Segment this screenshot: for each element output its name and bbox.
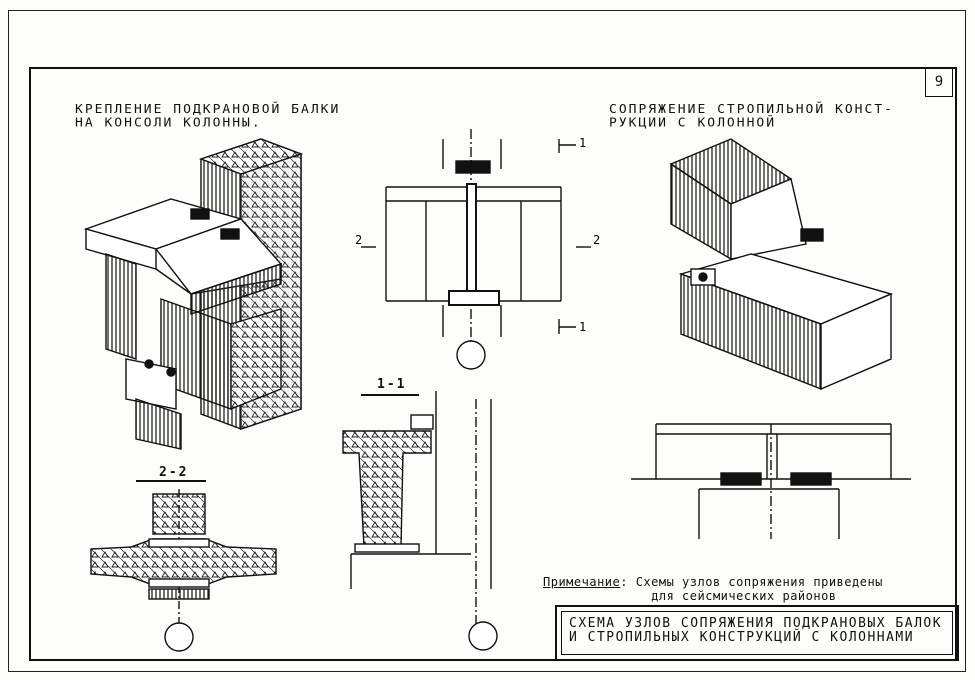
cut-mark-1-bottom: 1 (579, 320, 586, 334)
title-block-inner (561, 611, 953, 655)
section-label-2-2: 2-2 (159, 465, 189, 480)
title-truss-column-joint: СОПРЯЖЕНИЕ СТРОПИЛЬНОЙ КОНСТ- РУКЦИИ С К… (609, 102, 894, 131)
cut-mark-2-left: 2 (355, 233, 362, 247)
section-2-2-drawing (90, 480, 277, 652)
truss-joint-elevation (631, 423, 911, 539)
cut-mark-1-top: 1 (579, 136, 586, 150)
note: Примечание: Схемы узлов сопряжения приве… (543, 575, 883, 603)
drawing-frame: 9 КРЕПЛЕНИЕ ПОДКРАНОВОЙ БАЛКИ НА КОНСОЛИ… (29, 67, 959, 661)
section-label-1-1: 1-1 (377, 377, 407, 392)
title-block: СХЕМА УЗЛОВ СОПРЯЖЕНИЯ ПОДКРАНОВЫХ БАЛОК… (555, 605, 959, 661)
note-label: Примечание (543, 575, 621, 589)
note-text: : Схемы узлов сопряжения приведены для с… (620, 575, 883, 603)
sheet-number: 9 (925, 67, 953, 97)
technical-drawing: 1 1 2 2 (83, 129, 911, 652)
title-crane-beam-console: КРЕПЛЕНИЕ ПОДКРАНОВОЙ БАЛКИ НА КОНСОЛИ К… (75, 102, 341, 131)
drawing-sheet: 9 КРЕПЛЕНИЕ ПОДКРАНОВОЙ БАЛКИ НА КОНСОЛИ… (8, 10, 966, 672)
title-block-text: СХЕМА УЗЛОВ СОПРЯЖЕНИЯ ПОДКРАНОВЫХ БАЛОК… (569, 616, 943, 645)
isometric-crane-beam (83, 138, 304, 450)
cut-mark-2-right: 2 (593, 233, 600, 247)
crane-beam-elevation (361, 129, 591, 370)
isometric-truss-joint (669, 138, 894, 391)
section-1-1-drawing (342, 391, 498, 651)
